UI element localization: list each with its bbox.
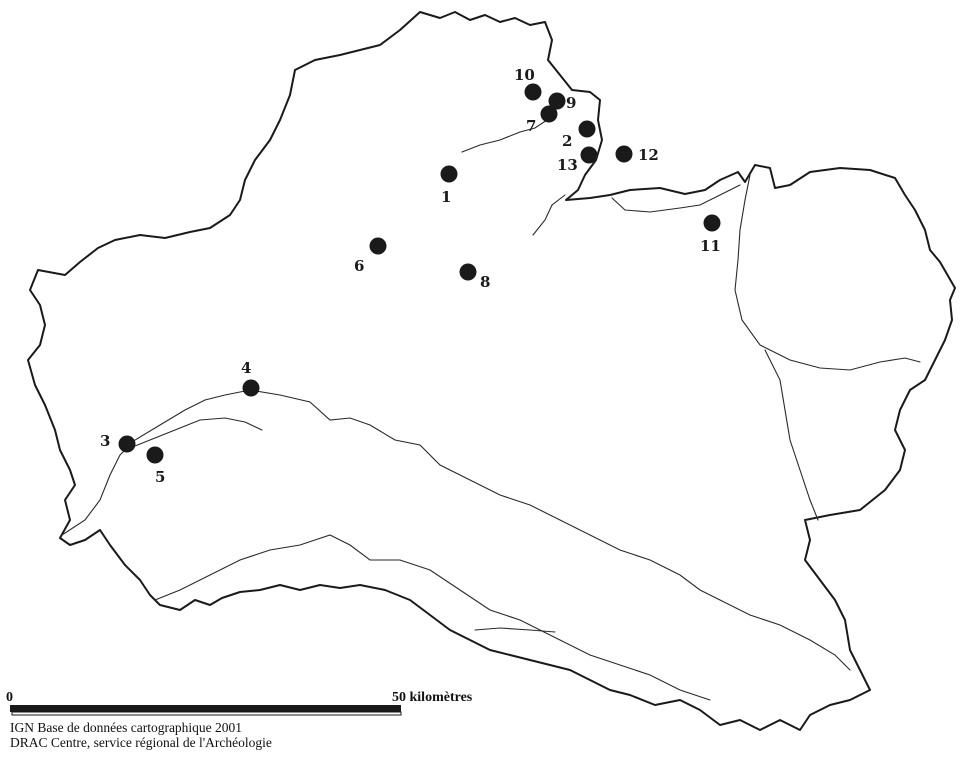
scale-bar: 0 50 kilomètres xyxy=(6,690,473,716)
site-marker xyxy=(459,263,477,281)
scale-start-label: 0 xyxy=(6,690,13,705)
scale-end-label: 50 kilomètres xyxy=(392,690,473,705)
site-marker xyxy=(118,435,136,453)
site-label: 10 xyxy=(514,66,535,84)
tributary-river xyxy=(611,184,741,213)
site-marker xyxy=(615,145,633,163)
tributary-river xyxy=(124,417,263,451)
site-markers: 1 2 3 4 5 6 7 8 xyxy=(100,66,721,486)
site-label: 1 xyxy=(441,188,451,206)
site-marker xyxy=(242,379,260,397)
tributary-river xyxy=(461,117,551,153)
site-label: 3 xyxy=(100,432,110,450)
site-label: 13 xyxy=(557,156,578,174)
site-marker xyxy=(369,237,387,255)
site-2[interactable]: 2 xyxy=(562,120,596,151)
river-network xyxy=(61,117,921,701)
site-marker xyxy=(578,120,596,138)
region-boundary xyxy=(27,11,956,731)
site-8[interactable]: 8 xyxy=(459,263,491,292)
site-marker xyxy=(440,165,458,183)
site-label: 12 xyxy=(638,146,659,164)
cher-river xyxy=(154,534,711,701)
site-label: 9 xyxy=(566,94,576,112)
site-marker xyxy=(540,105,558,123)
site-1[interactable]: 1 xyxy=(440,165,458,207)
credit-line-1: IGN Base de données cartographique 2001 xyxy=(10,720,243,735)
scale-bar-rule xyxy=(10,705,401,712)
site-label: 11 xyxy=(700,237,721,255)
site-6[interactable]: 6 xyxy=(354,237,387,276)
tributary-river xyxy=(474,627,556,633)
site-label: 5 xyxy=(155,468,165,486)
scale-bar-inner xyxy=(11,711,402,716)
site-marker xyxy=(524,83,542,101)
site-label: 7 xyxy=(526,117,536,135)
site-7[interactable]: 7 xyxy=(526,105,558,136)
site-4[interactable]: 4 xyxy=(241,359,260,397)
site-marker xyxy=(703,214,721,232)
site-label: 2 xyxy=(562,132,572,150)
site-5[interactable]: 5 xyxy=(146,446,166,487)
site-marker xyxy=(580,146,598,164)
site-10[interactable]: 10 xyxy=(514,66,542,101)
site-marker xyxy=(548,92,566,110)
site-12[interactable]: 12 xyxy=(615,145,659,165)
loire-river xyxy=(61,389,851,671)
tributary-river xyxy=(764,349,819,521)
site-3[interactable]: 3 xyxy=(100,432,136,453)
loing-river xyxy=(734,174,921,371)
site-label: 6 xyxy=(354,257,364,275)
tributary-river xyxy=(532,194,566,236)
site-marker xyxy=(146,446,164,464)
site-label: 4 xyxy=(241,359,251,377)
credit-line-2: DRAC Centre, service régional de l'Arché… xyxy=(10,735,272,750)
site-11[interactable]: 11 xyxy=(700,214,721,256)
site-13[interactable]: 13 xyxy=(557,146,598,175)
site-label: 8 xyxy=(480,273,490,291)
site-9[interactable]: 9 xyxy=(548,92,577,113)
